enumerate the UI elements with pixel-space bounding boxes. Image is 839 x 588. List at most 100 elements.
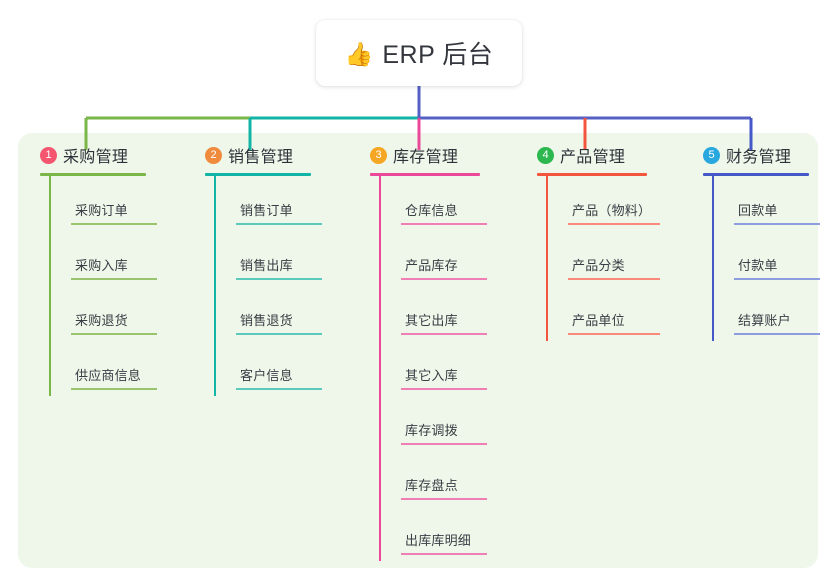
branch-spine-5 [712, 176, 714, 341]
list-item-label: 销售出库 [240, 258, 293, 273]
branch-header-3[interactable]: 3 库存管理 [370, 143, 480, 167]
list-item[interactable]: 采购订单 [71, 176, 157, 231]
list-item-underline [236, 388, 322, 390]
branch-title-3: 库存管理 [393, 149, 459, 166]
list-item[interactable]: 销售出库 [236, 231, 322, 286]
list-item-label: 销售退货 [240, 313, 293, 328]
list-item-label: 供应商信息 [75, 368, 142, 383]
list-item-underline [236, 278, 322, 280]
list-item[interactable]: 产品库存 [401, 231, 487, 286]
branch-title-4: 产品管理 [560, 149, 626, 166]
list-item[interactable]: 采购退货 [71, 286, 157, 341]
list-item-underline [401, 388, 487, 390]
list-item-label: 仓库信息 [405, 203, 458, 218]
branch-header-1[interactable]: 1 采购管理 [40, 143, 146, 167]
list-item[interactable]: 其它入库 [401, 341, 487, 396]
list-item-label: 其它出库 [405, 313, 458, 328]
root-node[interactable]: 👍 ERP 后台 [316, 20, 522, 86]
branch-badge-5: 5 [703, 146, 720, 164]
list-item-label: 客户信息 [240, 368, 293, 383]
list-item-underline [401, 223, 487, 225]
list-item-underline [236, 223, 322, 225]
list-item[interactable]: 库存盘点 [401, 451, 487, 506]
branch-spine-4 [546, 176, 548, 341]
root-label: ERP 后台 [382, 41, 494, 69]
list-item-underline [568, 333, 660, 335]
list-item[interactable]: 出库库明细 [401, 506, 487, 561]
list-item[interactable]: 产品单位 [568, 286, 660, 341]
list-item-label: 采购入库 [75, 258, 128, 273]
branch-badge-3: 3 [370, 146, 387, 164]
list-item-label: 结算账户 [738, 313, 791, 328]
list-item-label: 产品库存 [405, 258, 458, 273]
branch-column-1: 1 采购管理采购订单采购入库采购退货供应商信息 [40, 143, 157, 396]
list-item[interactable]: 回款单 [734, 176, 820, 231]
list-item-label: 产品分类 [572, 258, 625, 273]
branch-underline-3 [370, 173, 480, 176]
list-item[interactable]: 销售退货 [236, 286, 322, 341]
list-item[interactable]: 其它出库 [401, 286, 487, 341]
list-item-underline [568, 278, 660, 280]
branch-underline-1 [40, 173, 146, 176]
branch-spine-2 [214, 176, 216, 396]
list-item[interactable]: 库存调拨 [401, 396, 487, 451]
list-item-underline [568, 223, 660, 225]
branch-items-2: 销售订单销售出库销售退货客户信息 [214, 176, 322, 396]
list-item-label: 回款单 [738, 203, 778, 218]
branch-items-4: 产品（物料） 产品分类产品单位 [546, 176, 660, 341]
list-item[interactable]: 产品分类 [568, 231, 660, 286]
branch-items-5: 回款单付款单结算账户 [712, 176, 820, 341]
list-item-underline [401, 278, 487, 280]
branch-items-1: 采购订单采购入库采购退货供应商信息 [49, 176, 157, 396]
branch-spine-3 [379, 176, 381, 561]
list-item-underline [71, 333, 157, 335]
list-item-underline [401, 443, 487, 445]
branch-header-2[interactable]: 2 销售管理 [205, 143, 311, 167]
branch-header-4[interactable]: 4 产品管理 [537, 143, 647, 167]
list-item[interactable]: 仓库信息 [401, 176, 487, 231]
branch-column-3: 3 库存管理仓库信息产品库存其它出库其它入库库存调拨库存盘点出库库明细 [370, 143, 487, 561]
list-item-label: 销售订单 [240, 203, 293, 218]
list-item[interactable]: 客户信息 [236, 341, 322, 396]
list-item-label: 库存调拨 [405, 423, 458, 438]
list-item-underline [71, 388, 157, 390]
branch-items-3: 仓库信息产品库存其它出库其它入库库存调拨库存盘点出库库明细 [379, 176, 487, 561]
list-item[interactable]: 供应商信息 [71, 341, 157, 396]
branch-underline-4 [537, 173, 647, 176]
branch-column-4: 4 产品管理产品（物料） 产品分类产品单位 [537, 143, 660, 341]
thumbs-up-icon: 👍 [344, 40, 374, 67]
branch-column-2: 2 销售管理销售订单销售出库销售退货客户信息 [205, 143, 322, 396]
list-item-underline [401, 553, 487, 555]
list-item[interactable]: 结算账户 [734, 286, 820, 341]
branch-spine-1 [49, 176, 51, 396]
branch-badge-1: 1 [40, 146, 57, 164]
branch-badge-4: 4 [537, 146, 554, 164]
list-item-label: 产品（物料） [572, 203, 652, 218]
list-item[interactable]: 产品（物料） [568, 176, 660, 231]
branch-badge-2: 2 [205, 146, 222, 164]
branches-panel [18, 133, 818, 568]
list-item-label: 采购订单 [75, 203, 128, 218]
list-item-label: 采购退货 [75, 313, 128, 328]
list-item-label: 其它入库 [405, 368, 458, 383]
branch-title-2: 销售管理 [228, 149, 294, 166]
list-item-label: 出库库明细 [405, 533, 472, 548]
list-item-label: 产品单位 [572, 313, 625, 328]
branch-underline-5 [703, 173, 809, 176]
list-item-underline [71, 223, 157, 225]
list-item-underline [236, 333, 322, 335]
list-item[interactable]: 付款单 [734, 231, 820, 286]
list-item-underline [734, 223, 820, 225]
list-item[interactable]: 采购入库 [71, 231, 157, 286]
list-item-underline [401, 498, 487, 500]
list-item[interactable]: 销售订单 [236, 176, 322, 231]
list-item-label: 库存盘点 [405, 478, 458, 493]
list-item-underline [734, 333, 820, 335]
list-item-label: 付款单 [738, 258, 778, 273]
branch-title-1: 采购管理 [63, 149, 129, 166]
list-item-underline [71, 278, 157, 280]
branch-underline-2 [205, 173, 311, 176]
